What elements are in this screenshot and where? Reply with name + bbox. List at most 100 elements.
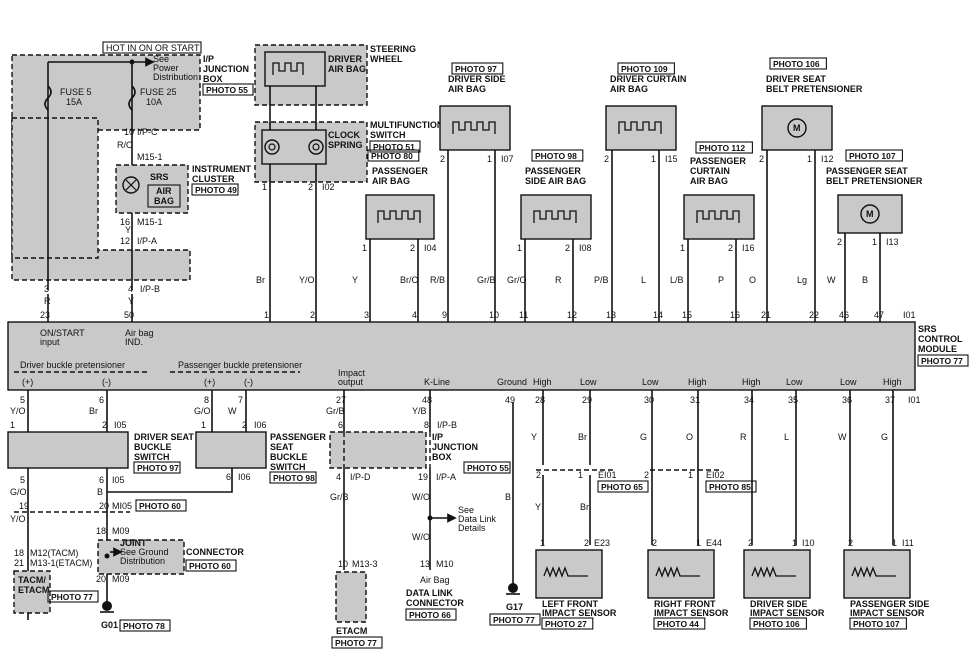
ll-pin19: 19	[19, 501, 29, 511]
steer-color-yo: Y/O	[299, 275, 315, 285]
component-photo: PHOTO 112	[699, 143, 745, 153]
g17-photo-box	[489, 613, 541, 626]
driver-airbag-label-2: AIR BAG	[328, 64, 366, 74]
component-photo-box	[695, 141, 753, 154]
clock-spring-inner-right	[312, 143, 320, 151]
cluster-photo: PHOTO 49	[195, 185, 237, 195]
bottom-wire-color: L	[784, 432, 789, 442]
component-name-line: DRIVER SEAT	[766, 74, 826, 84]
srs-top-pin: 14	[653, 310, 663, 320]
srs-bottom-pin: 8	[204, 395, 209, 405]
ipb-pin4: 4	[128, 284, 133, 294]
cluster-title-2: CLUSTER	[192, 174, 235, 184]
dlc-1: DATA LINK	[406, 588, 453, 598]
sensor-resistor-icon	[655, 566, 700, 578]
top-wire-color: B	[862, 275, 868, 285]
top-wire-color: Gr/O	[507, 275, 527, 285]
sensor-photo: PHOTO 27	[545, 619, 587, 629]
srs-top-pin: 13	[606, 310, 616, 320]
sensor-name-2: IMPACT SENSOR	[750, 608, 825, 618]
mid-pin-1a: 1	[578, 470, 583, 480]
sensor-resistor-icon	[751, 566, 796, 578]
component-name-line: PASSENGER	[690, 156, 746, 166]
tacm-1: TACM/	[18, 575, 46, 585]
component-body	[837, 194, 903, 234]
steering-wheel-section: DRIVER AIR BAG STEERING WHEEL CLOCK SPRI…	[254, 44, 443, 322]
srs-control-module: ON/START input Air bag IND. SRS CONTROL …	[7, 310, 969, 405]
ll-photo60-box	[135, 499, 187, 512]
ll-i05: I05	[112, 475, 125, 485]
input-label-1: ON/START	[40, 328, 85, 338]
srs-top-pin: 16	[730, 310, 740, 320]
srs-bottom-label: High	[742, 377, 761, 387]
ll-i06: I06	[238, 472, 251, 482]
driver-airbag-label-1: DRIVER	[328, 54, 363, 64]
component-pin: 2	[565, 243, 570, 253]
ipb-pin3: 3	[44, 284, 49, 294]
component-conn: I15	[665, 154, 678, 164]
ll-m09: M09	[112, 526, 130, 536]
g01-photo: PHOTO 78	[123, 621, 165, 631]
cluster-photo-box	[191, 183, 239, 196]
dbs-name-1: DRIVER SEAT	[134, 432, 194, 442]
jb2-ipa-pin: 19	[418, 472, 428, 482]
dbs-pin1: 1	[10, 420, 15, 430]
srs-top-pin: 4	[412, 310, 417, 320]
mid-pin-2b: 2	[644, 470, 649, 480]
driver-airbag	[264, 51, 326, 87]
top-wire-color: R	[555, 275, 562, 285]
photo85-box	[705, 480, 757, 493]
component-name-line: PASSENGER	[372, 166, 428, 176]
switch-photo: PHOTO 51	[373, 142, 415, 152]
ll-m09-bot: M09	[112, 574, 130, 584]
see-power-3: Distribution	[153, 72, 198, 82]
sensor-pin: 1	[792, 538, 797, 548]
bottom-wire-color: Gr/B	[326, 406, 345, 416]
bottom-wire-color: O	[686, 432, 693, 442]
srs-bottom-pin: 6	[99, 395, 104, 405]
ll-mi05: MI05	[112, 501, 132, 511]
sensor-name-2: IMPACT SENSOR	[542, 608, 617, 618]
pbs-pin2: 2	[242, 420, 247, 430]
component-pin: 1	[517, 243, 522, 253]
ll-photo60b-box	[185, 559, 237, 572]
sensor-name-2: IMPACT SENSOR	[654, 608, 729, 618]
srs-bottom-label: Low	[580, 377, 597, 387]
component-body	[439, 105, 511, 151]
motor-icon	[860, 204, 880, 224]
component-body	[605, 105, 677, 151]
motor-m: M	[866, 209, 874, 219]
ground-g17-icon	[508, 583, 518, 593]
srs-top-pin: 12	[567, 310, 577, 320]
srs-photo: PHOTO 77	[921, 356, 963, 366]
component-pin: 1	[487, 154, 492, 164]
jb-title-3: BOX	[203, 74, 223, 84]
component-name-line: BELT PRETENSIONER	[766, 84, 863, 94]
pbs-photo: PHOTO 98	[273, 473, 315, 483]
clock-spring-coil-right-icon	[308, 139, 324, 155]
mid-pin-1b: 1	[688, 470, 693, 480]
steer-conn: I02	[322, 182, 335, 192]
ll-yo: Y/O	[10, 514, 26, 524]
srs-top-pin: 2	[310, 310, 315, 320]
jb2-pin6: 6	[338, 420, 343, 430]
g17-photo: PHOTO 77	[493, 615, 535, 625]
sensor-pin: 2	[748, 538, 753, 548]
driver-buckle-label: Driver buckle pretensioner	[20, 360, 125, 370]
sensor-pin: 1	[892, 538, 897, 548]
ll-b: B	[97, 487, 103, 497]
dlc-photo-box	[405, 608, 457, 621]
srs-bottom-label: High	[533, 377, 552, 387]
component-pin: 1	[651, 154, 656, 164]
ll-m09-pin: 18	[96, 526, 106, 536]
fuse25-label: FUSE 25	[140, 87, 177, 97]
clock-label-2: SPRING	[328, 140, 363, 150]
fuse25-rating: 10A	[146, 97, 162, 107]
fuse5-rating: 15A	[66, 97, 82, 107]
pas-plus: (+)	[204, 377, 215, 387]
component-photo: PHOTO 109	[621, 64, 668, 74]
